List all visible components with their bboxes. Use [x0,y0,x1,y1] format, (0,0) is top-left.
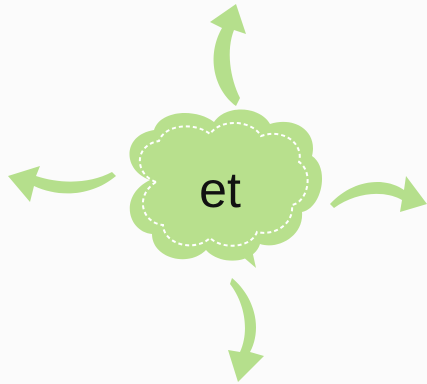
arrow-right-icon [330,176,427,212]
arrow-down-icon [228,278,264,382]
arrow-left-icon [8,166,116,202]
cloud-tail [242,250,256,268]
cloud-icon [129,109,323,268]
cloud-shape [129,109,323,261]
arrow-up-icon [210,4,246,106]
center-label: et [199,162,241,218]
cloud-dash [138,121,309,247]
